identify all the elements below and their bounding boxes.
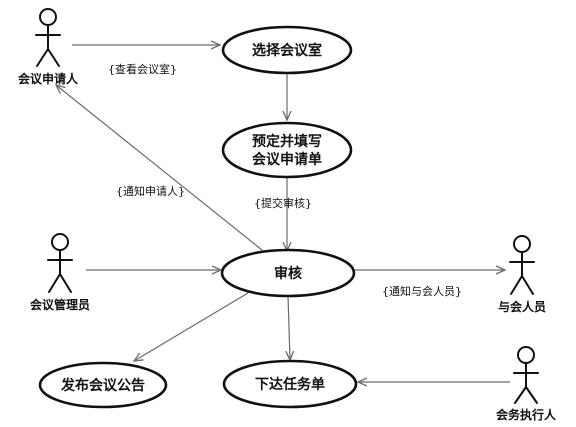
actor-executor-label: 会务执行人 bbox=[496, 407, 557, 422]
usecase-task-label: 下达任务单 bbox=[255, 376, 325, 393]
usecase-task: 下达任务单 bbox=[222, 359, 358, 409]
actor-attendee: 与会人员 bbox=[498, 235, 546, 314]
actor-admin-label: 会议管理员 bbox=[30, 297, 90, 312]
edge-label-view-room: {查看会议室} bbox=[108, 62, 177, 76]
actor-executor: 会务执行人 bbox=[496, 346, 557, 422]
usecase-review-label: 审核 bbox=[274, 265, 302, 282]
edge-label-submit-review: {提交审核} bbox=[254, 196, 312, 210]
usecase-book-label-line1: 预定并填写 bbox=[252, 133, 322, 150]
actor-applicant-label: 会议申请人 bbox=[18, 71, 79, 86]
edge-review-to-publish bbox=[134, 292, 249, 361]
actor-admin: 会议管理员 bbox=[30, 233, 90, 312]
usecase-select-room-label: 选择会议室 bbox=[252, 42, 322, 59]
usecase-book-label-line2: 会议申请单 bbox=[252, 151, 322, 168]
edge-label-notify-applicant: {通知申请人} bbox=[116, 184, 185, 198]
stick-figure-icon bbox=[35, 8, 61, 67]
stick-figure-icon bbox=[47, 233, 73, 293]
usecase-review: 审核 bbox=[220, 248, 356, 298]
usecase-select-room: 选择会议室 bbox=[221, 25, 353, 75]
edge-review-to-applicant bbox=[56, 85, 263, 251]
stick-figure-icon bbox=[513, 346, 539, 404]
actor-applicant: 会议申请人 bbox=[18, 8, 79, 86]
stick-figure-icon bbox=[509, 235, 535, 295]
actor-attendee-label: 与会人员 bbox=[498, 299, 546, 314]
usecase-book: 预定并填写 会议申请单 bbox=[221, 121, 353, 179]
usecase-publish-label: 发布会议公告 bbox=[60, 377, 145, 394]
usecase-publish: 发布会议公告 bbox=[38, 361, 168, 409]
edge-review-to-task bbox=[288, 295, 290, 360]
edge-label-notify-attendee: {通知与会人员} bbox=[382, 284, 462, 298]
